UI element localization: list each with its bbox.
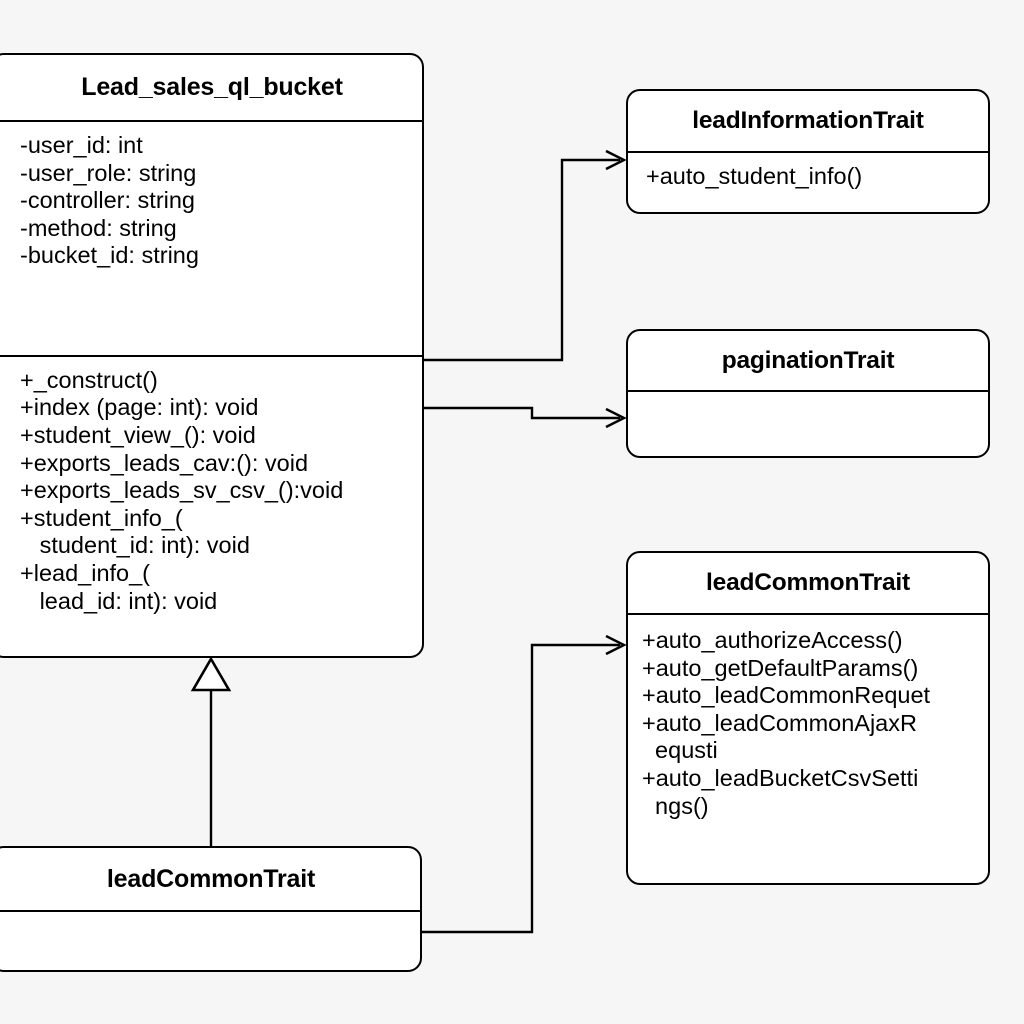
class-title-leadinformationtrait: leadInformationTrait bbox=[628, 91, 988, 153]
operation-row: lead_id: int): void bbox=[20, 587, 218, 614]
hollow-triangle-arrowhead bbox=[190, 656, 232, 692]
class-title-paginationtrait: paginationTrait bbox=[628, 331, 988, 392]
class-operations-main: +_construct() +index (page: int): void +… bbox=[0, 354, 422, 656]
attribute-row: -controller: string bbox=[20, 187, 195, 214]
operation-row: equsti bbox=[642, 737, 718, 764]
operation-row: +auto_authorizeAccess() bbox=[642, 627, 903, 653]
class-box-lead-sales-ql-bucket[interactable]: Lead_sales_ql_bucket -user_id: int -user… bbox=[0, 53, 424, 658]
attribute-row: -bucket_id: string bbox=[20, 242, 199, 269]
class-operations-leadinformationtrait: +auto_student_info() bbox=[628, 153, 988, 212]
operation-row: +auto_student_info() bbox=[646, 163, 863, 189]
operation-row: +auto_leadCommonRequet bbox=[642, 682, 931, 709]
operation-row: +_construct() bbox=[20, 366, 158, 393]
operation-row: +auto_leadBucketCsvSetti bbox=[642, 765, 919, 792]
class-title-leadcommontrait-bottom-left: leadCommonTrait bbox=[0, 848, 420, 912]
arrowhead-leadinformationtrait bbox=[605, 149, 627, 171]
class-operations-leadcommontrait-right: +auto_authorizeAccess() +auto_getDefault… bbox=[628, 615, 988, 883]
operation-row: +exports_leads_cav:(): void bbox=[20, 449, 309, 476]
class-operations-paginationtrait bbox=[628, 392, 988, 456]
operation-row: +auto_leadCommonAjaxR bbox=[642, 709, 917, 736]
class-members-leadcommontrait-bottom-left bbox=[0, 912, 420, 970]
class-box-leadinformationtrait[interactable]: leadInformationTrait +auto_student_info(… bbox=[626, 89, 990, 214]
operation-row: ngs() bbox=[642, 792, 709, 819]
class-title-lead-sales-ql-bucket: Lead_sales_ql_bucket bbox=[0, 55, 422, 122]
class-attributes-main: -user_id: int -user_role: string -contro… bbox=[0, 122, 422, 355]
operation-row: +student_info_( bbox=[20, 504, 183, 531]
operation-row: +student_view_(): void bbox=[20, 421, 256, 448]
edge-main-to-leadinformationtrait bbox=[421, 158, 620, 362]
edge-bottomleft-to-leadcommontrait bbox=[419, 643, 620, 934]
operation-row: +exports_leads_sv_csv_():void bbox=[20, 477, 344, 504]
class-box-leadcommontrait-right[interactable]: leadCommonTrait +auto_authorizeAccess() … bbox=[626, 551, 990, 885]
operation-row: +lead_info_( bbox=[20, 560, 151, 587]
class-box-paginationtrait[interactable]: paginationTrait bbox=[626, 329, 990, 458]
class-box-leadcommontrait-bottom-left[interactable]: leadCommonTrait bbox=[0, 846, 422, 972]
arrowhead-paginationtrait bbox=[605, 407, 627, 429]
operation-row: student_id: int): void bbox=[20, 532, 250, 559]
attribute-row: -method: string bbox=[20, 214, 177, 241]
operation-row: +auto_getDefaultParams() bbox=[642, 654, 919, 681]
edge-main-to-paginationtrait bbox=[421, 406, 620, 420]
arrowhead-leadcommontrait bbox=[605, 634, 627, 656]
operation-row: +index (page: int): void bbox=[20, 394, 259, 421]
attribute-row: -user_role: string bbox=[20, 159, 197, 186]
class-title-leadcommontrait-right: leadCommonTrait bbox=[628, 553, 988, 615]
attribute-row: -user_id: int bbox=[20, 132, 143, 158]
